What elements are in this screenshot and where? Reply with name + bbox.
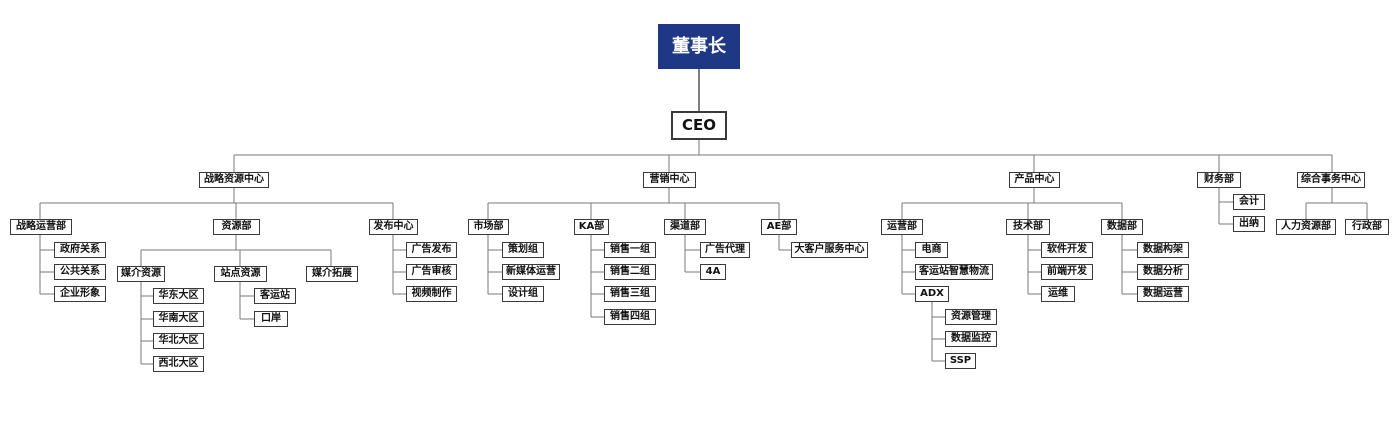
item-planning-group: 策划组 [502,242,544,258]
item-bus-station: 客运站 [254,288,296,304]
item-gov-relations: 政府关系 [54,242,106,258]
item-smart-logistics: 客运站智慧物流 [915,264,993,280]
item-adx: ADX [915,286,949,302]
item-sales-group-1: 销售一组 [604,242,656,258]
item-data-analysis: 数据分析 [1137,264,1189,280]
dept-publishing-center: 发布中心 [369,219,418,235]
item-sales-group-3: 销售三组 [604,286,656,302]
item-4a: 4A [700,264,726,280]
dept-technology: 技术部 [1006,219,1050,235]
item-software-dev: 软件开发 [1041,242,1093,258]
dept-strategic-ops: 战略运营部 [10,219,72,235]
item-ops-maintenance: 运维 [1041,286,1075,302]
item-port: 口岸 [254,311,288,327]
item-ad-publishing: 广告发布 [406,242,457,258]
dept-channel: 渠道部 [664,219,706,235]
dept-data: 数据部 [1101,219,1143,235]
item-data-monitoring: 数据监控 [945,331,997,347]
center-product: 产品中心 [1009,172,1060,188]
node-ceo: CEO [671,111,727,140]
dept-admin: 行政部 [1345,219,1389,235]
group-media-expansion: 媒介拓展 [306,266,358,282]
node-chairman: 董事长 [658,24,740,69]
item-ssp: SSP [945,353,976,369]
group-media-resources: 媒介资源 [117,266,165,282]
item-east-region: 华东大区 [153,288,204,304]
item-frontend-dev: 前端开发 [1041,264,1093,280]
item-cashier: 出纳 [1233,216,1265,232]
item-data-operations: 数据运营 [1137,286,1189,302]
item-accounting: 会计 [1233,194,1265,210]
group-station-resources: 站点资源 [214,266,267,282]
item-public-relations: 公共关系 [54,264,106,280]
item-ad-agency: 广告代理 [700,242,750,258]
item-sales-group-2: 销售二组 [604,264,656,280]
item-ad-review: 广告审核 [406,264,457,280]
item-design-group: 设计组 [502,286,544,302]
item-data-architecture: 数据构架 [1137,242,1189,258]
dept-market: 市场部 [468,219,509,235]
center-strategic-resources: 战略资源中心 [199,172,269,188]
center-marketing: 营销中心 [643,172,696,188]
dept-operations: 运营部 [881,219,923,235]
dept-finance: 财务部 [1197,172,1241,188]
dept-ka: KA部 [574,219,609,235]
dept-hr: 人力资源部 [1276,219,1336,235]
dept-ae: AE部 [761,219,797,235]
dept-resources: 资源部 [213,219,260,235]
item-resource-management: 资源管理 [945,309,997,325]
item-north-region: 华北大区 [153,333,204,349]
item-northwest-region: 西北大区 [153,356,204,372]
item-south-region: 华南大区 [153,311,204,327]
item-video-production: 视频制作 [406,286,457,302]
center-general-affairs: 综合事务中心 [1297,172,1365,188]
item-sales-group-4: 销售四组 [604,309,656,325]
item-key-account-service: 大客户服务中心 [791,242,868,258]
item-ecommerce: 电商 [915,242,948,258]
item-new-media-ops: 新媒体运营 [502,264,560,280]
item-corporate-image: 企业形象 [54,286,106,302]
